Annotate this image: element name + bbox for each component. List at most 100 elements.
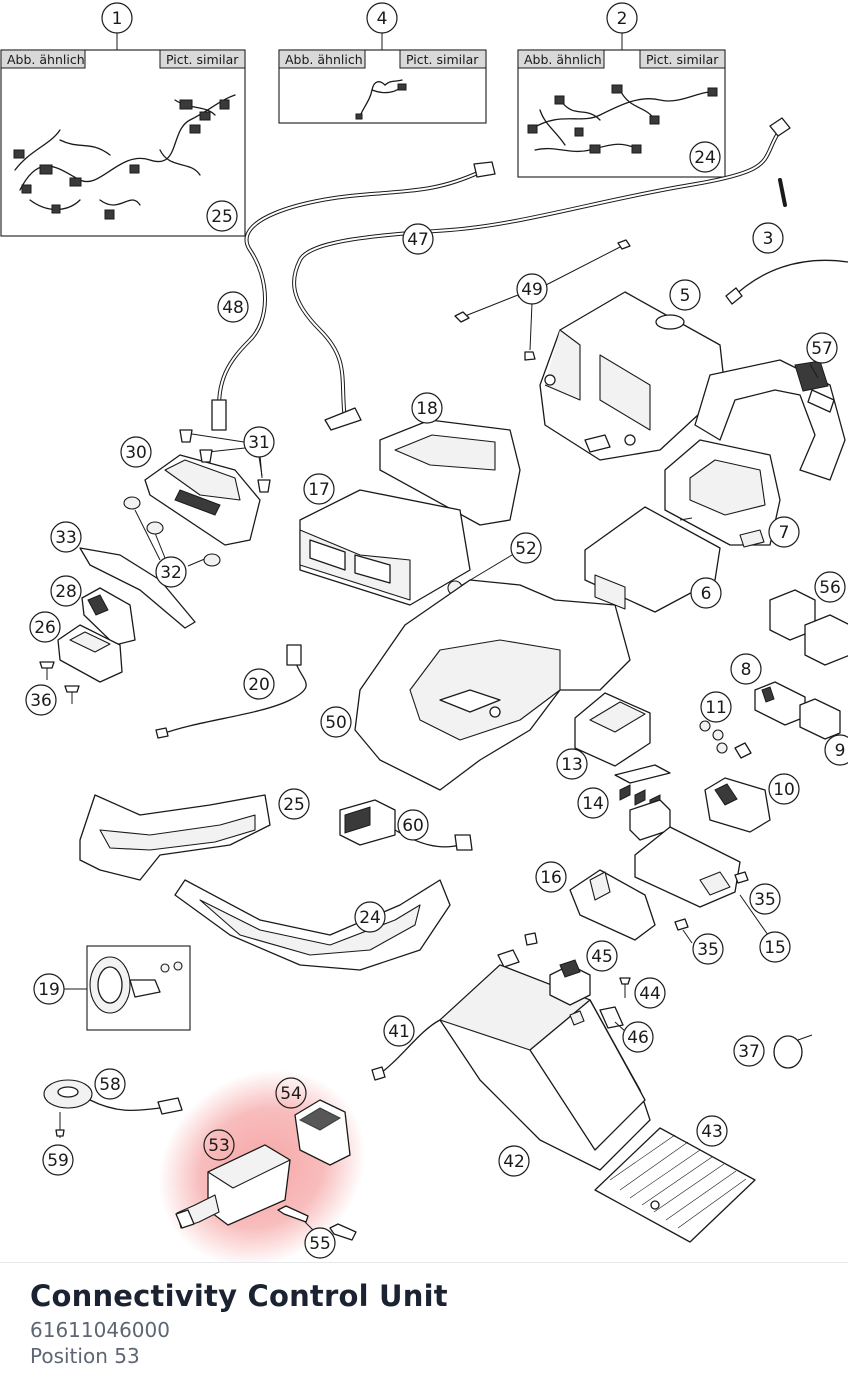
screws-49 — [454, 239, 631, 361]
callout-42[interactable]: 42 — [498, 1145, 530, 1177]
cover-54[interactable] — [294, 1099, 351, 1166]
callout-5[interactable]: 5 — [669, 279, 701, 311]
callout-36[interactable]: 36 — [25, 684, 57, 716]
callout-25[interactable]: 25 — [278, 788, 310, 820]
callout-46-label: 46 — [627, 1028, 649, 1048]
battery-pad-43 — [594, 1127, 756, 1243]
callout-1-label: 1 — [112, 9, 123, 29]
callout-16-label: 16 — [540, 868, 562, 888]
callout-35-upper[interactable]: 35 — [749, 883, 781, 915]
callout-33[interactable]: 33 — [50, 521, 82, 553]
part-number: 61611046000 — [30, 1318, 170, 1342]
callout-28-label: 28 — [55, 582, 77, 602]
callout-48[interactable]: 48 — [217, 291, 249, 323]
callout-48-label: 48 — [222, 298, 244, 318]
callout-54[interactable]: 54 — [275, 1077, 307, 1109]
callout-11[interactable]: 11 — [700, 691, 732, 723]
callout-1[interactable]: 1 — [101, 2, 133, 34]
callout-44[interactable]: 44 — [634, 977, 666, 1009]
callout-15[interactable]: 15 — [759, 931, 791, 963]
callout-30[interactable]: 30 — [120, 436, 152, 468]
callout-35-lower[interactable]: 35 — [692, 933, 724, 965]
callout-42-label: 42 — [503, 1152, 525, 1172]
callout-24[interactable]: 24 — [354, 901, 386, 933]
callout-31[interactable]: 31 — [243, 426, 275, 458]
relay-8 — [754, 681, 806, 726]
callout-43[interactable]: 43 — [696, 1115, 728, 1147]
callout-16[interactable]: 16 — [535, 861, 567, 893]
part-position: Position 53 — [30, 1344, 140, 1368]
callout-44-label: 44 — [639, 984, 661, 1004]
callout-18[interactable]: 18 — [411, 392, 443, 424]
callout-32[interactable]: 32 — [155, 556, 187, 588]
callout-37-label: 37 — [738, 1042, 760, 1062]
callout-13[interactable]: 13 — [556, 748, 588, 780]
callout-25-inset[interactable]: 25 — [206, 200, 238, 232]
callout-2[interactable]: 2 — [606, 2, 638, 34]
callout-46[interactable]: 46 — [622, 1021, 654, 1053]
control-unit-6 — [584, 506, 721, 613]
callout-59[interactable]: 59 — [42, 1144, 74, 1176]
callout-60[interactable]: 60 — [397, 809, 429, 841]
fuses-14 — [614, 764, 671, 841]
part-26 — [57, 624, 123, 683]
inset-4-german-label: Abb. ähnlich — [285, 52, 363, 67]
callout-45[interactable]: 45 — [586, 940, 618, 972]
connectivity-control-unit-53[interactable] — [175, 1144, 291, 1229]
callout-49-label: 49 — [521, 280, 543, 300]
side-bracket-24 — [174, 879, 451, 971]
callout-10[interactable]: 10 — [768, 773, 800, 805]
callout-47[interactable]: 47 — [402, 223, 434, 255]
ecu-cover-18 — [379, 419, 521, 526]
callout-24-inset-label: 24 — [694, 148, 716, 168]
part-28 — [81, 587, 136, 646]
control-unit-7 — [664, 439, 781, 548]
callout-49[interactable]: 49 — [516, 273, 548, 305]
screws-55 — [277, 1205, 357, 1241]
inset-1-english-label: Pict. similar — [166, 52, 239, 67]
callout-30-label: 30 — [125, 443, 147, 463]
callout-4-label: 4 — [377, 9, 388, 29]
callout-35-upper-label: 35 — [754, 890, 776, 910]
callout-17[interactable]: 17 — [303, 473, 335, 505]
callout-56[interactable]: 56 — [814, 571, 846, 603]
callout-55[interactable]: 55 — [304, 1227, 336, 1259]
callout-20[interactable]: 20 — [243, 668, 275, 700]
callout-11-label: 11 — [705, 698, 727, 718]
relay-9 — [799, 698, 841, 740]
callout-52[interactable]: 52 — [510, 532, 542, 564]
side-bracket-25 — [79, 794, 271, 881]
callout-14[interactable]: 14 — [577, 787, 609, 819]
callout-6[interactable]: 6 — [690, 577, 722, 609]
screws-36 — [39, 661, 80, 704]
callout-58-label: 58 — [99, 1075, 121, 1095]
callout-28[interactable]: 28 — [50, 575, 82, 607]
callout-25-inset-label: 25 — [211, 207, 233, 227]
callout-15-label: 15 — [764, 938, 786, 958]
callout-57[interactable]: 57 — [806, 332, 838, 364]
callout-41[interactable]: 41 — [383, 1015, 415, 1047]
callout-43-label: 43 — [701, 1122, 723, 1142]
callout-37[interactable]: 37 — [733, 1035, 765, 1067]
callout-53[interactable]: 53 — [203, 1129, 235, 1161]
callout-33-label: 33 — [55, 528, 77, 548]
holder-57 — [694, 359, 846, 481]
bracket-33 — [79, 547, 196, 629]
callout-19[interactable]: 19 — [33, 973, 65, 1005]
callout-7[interactable]: 7 — [768, 516, 800, 548]
callout-4[interactable]: 4 — [366, 2, 398, 34]
callout-32-label: 32 — [160, 563, 182, 583]
callout-17-label: 17 — [308, 480, 330, 500]
relays-56 — [769, 589, 848, 666]
callout-3[interactable]: 3 — [752, 222, 784, 254]
callout-26[interactable]: 26 — [29, 611, 61, 643]
fuse-box-30 — [144, 454, 261, 546]
inset-harness-2: Abb. ähnlich Pict. similar — [517, 32, 726, 178]
callout-24-inset[interactable]: 24 — [689, 141, 721, 173]
callout-50[interactable]: 50 — [320, 706, 352, 738]
inset-1-german-label: Abb. ähnlich — [7, 52, 85, 67]
callout-53-label: 53 — [208, 1136, 230, 1156]
callout-58[interactable]: 58 — [94, 1068, 126, 1100]
callout-8[interactable]: 8 — [730, 653, 762, 685]
callout-9[interactable]: 9 — [824, 734, 848, 766]
